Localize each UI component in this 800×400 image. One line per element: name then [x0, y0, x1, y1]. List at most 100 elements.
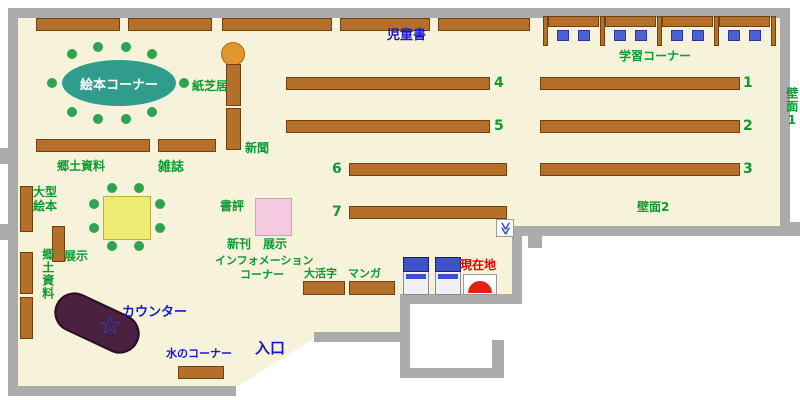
local-materials-vertical-label: 郷土資料 — [40, 248, 55, 300]
shelf-number-7: 7 — [332, 204, 342, 220]
counter-star-icon: ☆ — [98, 310, 123, 341]
information-corner-line1: インフォメーション — [215, 254, 314, 267]
water-corner-label: 水のコーナー — [166, 347, 232, 360]
chair-dot — [179, 78, 189, 88]
study-corner-label: 学習コーナー — [619, 49, 692, 63]
you-are-here-marker — [463, 274, 497, 295]
chair-dot — [155, 199, 165, 209]
water-corner-shelf — [178, 366, 224, 379]
manga-shelf — [349, 281, 395, 295]
terminal-panel — [406, 274, 426, 279]
study-chair — [749, 30, 761, 41]
wall-face-2-label: 壁面2 — [637, 200, 670, 214]
large-picture-books-label: 大型 絵本 — [33, 185, 58, 214]
shelf-number-3: 3 — [743, 161, 753, 177]
study-chair — [614, 30, 626, 41]
bookshelf-row-3 — [540, 163, 740, 176]
large-print-label: 大活字 — [304, 267, 337, 280]
book-reviews-label: 書評 — [220, 199, 245, 213]
bookshelf-row-7 — [349, 206, 507, 219]
large-picture-books-line2: 絵本 — [33, 198, 58, 213]
terminal-body — [403, 272, 429, 295]
chair-dot — [121, 42, 131, 52]
opac-terminal — [435, 257, 461, 296]
chair-dot — [89, 223, 99, 233]
study-chair — [671, 30, 683, 41]
bookshelf-row-1 — [540, 77, 740, 90]
round-stool — [221, 42, 245, 66]
entrance-label: 入口 — [255, 339, 286, 357]
av-marker: ≫ — [496, 219, 514, 237]
local-materials-wall-shelf — [20, 297, 33, 339]
marker-fan — [468, 281, 492, 293]
bookshelf-row-5 — [286, 120, 490, 133]
chair-dot — [147, 107, 157, 117]
local-materials-wall-shelf — [20, 252, 33, 294]
wall-segment — [780, 8, 790, 236]
kamishibai-label: 紙芝居 — [192, 79, 229, 93]
study-desk — [548, 16, 599, 27]
new-books-label: 新刊 — [227, 237, 252, 251]
manga-label: マンガ — [348, 267, 381, 280]
chair-dot — [107, 241, 117, 251]
kamishibai-shelf — [226, 108, 241, 150]
study-chair — [728, 30, 740, 41]
chair-dot — [67, 49, 77, 59]
wall-segment — [400, 294, 520, 304]
picture-book-corner-label: 絵本コーナー — [79, 77, 158, 93]
chair-dot — [93, 42, 103, 52]
large-print-shelf — [303, 281, 345, 295]
picture-book-corner-table: 絵本コーナー — [62, 60, 176, 106]
display-left-label: 展示 — [64, 249, 89, 263]
study-carrel-divider — [600, 16, 605, 46]
wall-segment — [8, 8, 18, 396]
bookshelf — [36, 18, 120, 31]
bookshelf-row-6 — [349, 163, 507, 176]
magazine-shelf — [158, 139, 216, 152]
shelf-number-4: 4 — [494, 75, 504, 91]
shelf-number-5: 5 — [494, 118, 504, 134]
local-materials-label: 郷土資料 — [57, 159, 106, 173]
study-chair — [692, 30, 704, 41]
wall-segment — [790, 222, 800, 236]
wall-segment — [8, 386, 236, 396]
study-chair — [578, 30, 590, 41]
wall-segment — [0, 224, 8, 240]
magazines-label: 雑誌 — [158, 160, 185, 175]
display-shelf-left — [52, 226, 65, 262]
wall-segment — [8, 8, 790, 18]
display-stand — [255, 198, 292, 236]
large-picture-books-line1: 大型 — [33, 185, 58, 199]
terminal-panel — [438, 274, 458, 279]
wall-segment — [0, 148, 8, 164]
wall-segment — [512, 226, 522, 304]
study-chair — [557, 30, 569, 41]
terminal-screen — [403, 257, 429, 272]
current-location-label: 現在地 — [460, 258, 497, 272]
chair-dot — [93, 114, 103, 124]
local-materials-shelf — [36, 139, 150, 152]
wall-segment — [492, 340, 504, 378]
counter-label: カウンター — [122, 305, 188, 320]
shelf-number-6: 6 — [332, 161, 342, 177]
shelf-number-2: 2 — [743, 118, 753, 134]
reading-table — [103, 196, 151, 240]
terminal-screen — [435, 257, 461, 272]
bookshelf — [340, 18, 430, 31]
study-carrel-divider — [543, 16, 548, 46]
bookshelf — [438, 18, 530, 31]
double-chevron-icon: ≫ — [497, 221, 513, 235]
chair-dot — [47, 78, 57, 88]
bookshelf — [222, 18, 332, 31]
wall-segment — [314, 332, 408, 342]
chair-dot — [134, 241, 144, 251]
information-corner-line2: コーナー — [240, 268, 284, 281]
study-desk — [662, 16, 713, 27]
study-carrel-divider — [771, 16, 776, 46]
kamishibai-shelf — [226, 64, 241, 106]
chair-dot — [147, 49, 157, 59]
children-books-label: 児童書 — [387, 28, 427, 43]
chair-dot — [67, 107, 77, 117]
bookshelf-row-4 — [286, 77, 490, 90]
